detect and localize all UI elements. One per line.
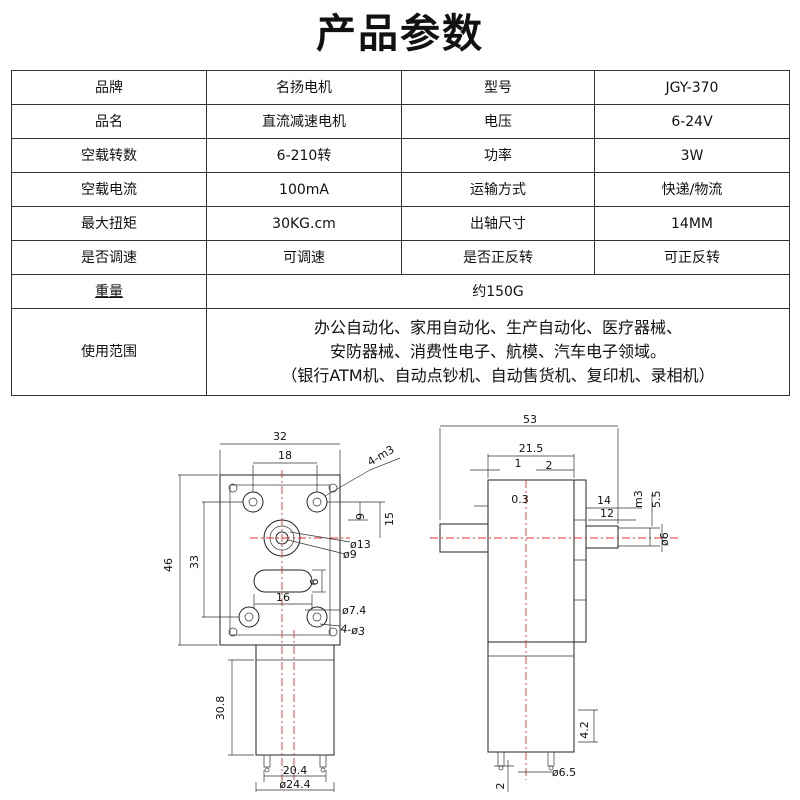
spec-value: 可正反转 bbox=[594, 240, 790, 275]
mounting-hole bbox=[306, 491, 328, 513]
slot bbox=[253, 569, 313, 593]
dim-18: 18 bbox=[278, 449, 292, 462]
spec-label: 是否正反转 bbox=[401, 240, 595, 275]
page-title: 产品参数 bbox=[316, 11, 484, 57]
gearbox-plate-outline bbox=[219, 474, 341, 646]
spec-label: 最大扭矩 bbox=[11, 206, 207, 241]
usage-line: 安防器械、消费性电子、航模、汽车电子领域。 bbox=[329, 342, 666, 361]
spec-value: 100mA bbox=[206, 172, 402, 207]
dim-15: 15 bbox=[383, 512, 396, 526]
dim-4-2: 4.2 bbox=[578, 721, 591, 739]
dim-1: 1 bbox=[515, 457, 522, 470]
spec-label: 是否调速 bbox=[11, 240, 207, 275]
terminal bbox=[319, 754, 327, 768]
table-row: 空载电流 100mA 运输方式 快递/物流 bbox=[11, 172, 790, 207]
spec-value: 6-210转 bbox=[206, 138, 402, 173]
spec-label: 型号 bbox=[401, 70, 595, 105]
dim-33: 33 bbox=[188, 555, 201, 569]
table-row: 使用范围 办公自动化、家用自动化、生产自动化、医疗器械、 安防器械、消费性电子、… bbox=[11, 308, 790, 396]
side-view: 53 21.5 1 2 0.3 14 12 m3 5.5 ø6 4.2 bbox=[430, 413, 680, 792]
dim-5-5: 5.5 bbox=[650, 491, 663, 509]
dim-20-4: 20.4 bbox=[283, 764, 308, 777]
spec-value: 名扬电机 bbox=[206, 70, 402, 105]
dim-46: 46 bbox=[162, 558, 175, 572]
spec-label: 运输方式 bbox=[401, 172, 595, 207]
spec-value: 3W bbox=[594, 138, 790, 173]
dim-dia7-4: ø7.4 bbox=[342, 604, 366, 617]
spec-label: 空载电流 bbox=[11, 172, 207, 207]
spec-label: 空载转数 bbox=[11, 138, 207, 173]
spec-value: JGY-370 bbox=[594, 70, 790, 105]
dim-32: 32 bbox=[273, 430, 287, 443]
dim-dia13: ø13 bbox=[350, 538, 371, 551]
usage-label: 使用范围 bbox=[11, 308, 207, 396]
spec-value: 6-24V bbox=[594, 104, 790, 139]
spec-label: 出轴尺寸 bbox=[401, 206, 595, 241]
dim-30-8: 30.8 bbox=[214, 696, 227, 721]
left-shaft bbox=[439, 523, 489, 553]
dim-14: 14 bbox=[597, 494, 611, 507]
terminal bbox=[263, 754, 271, 768]
dim-dia6: ø6 bbox=[658, 532, 671, 546]
table-row: 品牌 名扬电机 型号 JGY-370 bbox=[11, 70, 790, 105]
front-view: 32 18 4-m3 46 33 9 15 ø13 ø9 bbox=[162, 430, 401, 792]
spec-table: 品牌 名扬电机 型号 JGY-370 品名 直流减速电机 电压 6-24V 空载… bbox=[11, 70, 790, 396]
spec-label: 电压 bbox=[401, 104, 595, 139]
gear-plate bbox=[573, 479, 587, 643]
usage-line: 办公自动化、家用自动化、生产自动化、医疗器械、 bbox=[313, 318, 682, 337]
dim-m3: m3 bbox=[632, 490, 645, 508]
spec-label: 品牌 bbox=[11, 70, 207, 105]
terminal bbox=[547, 751, 555, 767]
dim-6: 6 bbox=[308, 579, 321, 586]
motor-side-outline bbox=[487, 641, 575, 753]
table-row: 空载转数 6-210转 功率 3W bbox=[11, 138, 790, 173]
dim-16: 16 bbox=[276, 591, 290, 604]
weight-label: 重量 bbox=[11, 274, 207, 309]
spec-value: 14MM bbox=[594, 206, 790, 241]
mounting-hole bbox=[238, 606, 260, 628]
mounting-hole bbox=[306, 606, 328, 628]
gearbox-inner-outline bbox=[229, 484, 331, 636]
dim-4m3: 4-m3 bbox=[365, 443, 396, 469]
spec-value: 快递/物流 bbox=[594, 172, 790, 207]
spec-value: 直流减速电机 bbox=[206, 104, 402, 139]
usage-value: 办公自动化、家用自动化、生产自动化、医疗器械、 安防器械、消费性电子、航模、汽车… bbox=[206, 308, 790, 396]
spec-value: 30KG.cm bbox=[206, 206, 402, 241]
table-row: 最大扭矩 30KG.cm 出轴尺寸 14MM bbox=[11, 206, 790, 241]
dim-dia6-5: ø6.5 bbox=[552, 766, 576, 779]
motor-body-outline bbox=[255, 644, 335, 756]
terminal bbox=[497, 751, 505, 767]
output-shaft bbox=[585, 525, 619, 549]
dim-dia24-4: ø24.4 bbox=[279, 778, 310, 791]
table-row: 品名 直流减速电机 电压 6-24V bbox=[11, 104, 790, 139]
dim-2: 2 bbox=[546, 459, 553, 472]
dim-2-bottom: 2 bbox=[494, 783, 507, 790]
dim-53: 53 bbox=[523, 413, 537, 426]
technical-drawing: 32 18 4-m3 46 33 9 15 ø13 ø9 bbox=[162, 413, 680, 792]
dim-4-dia3: 4-ø3 bbox=[340, 622, 366, 638]
dim-21-5: 21.5 bbox=[519, 442, 544, 455]
weight-value: 约150G bbox=[206, 274, 790, 309]
spec-label: 功率 bbox=[401, 138, 595, 173]
mounting-hole bbox=[242, 491, 264, 513]
table-row: 重量 约150G bbox=[11, 274, 790, 309]
dim-0-3: 0.3 bbox=[511, 493, 529, 506]
spec-value: 可调速 bbox=[206, 240, 402, 275]
gearbox-side-outline bbox=[487, 479, 575, 643]
spec-label: 品名 bbox=[11, 104, 207, 139]
usage-line: （银行ATM机、自动点钞机、自动售货机、复印机、录相机） bbox=[281, 366, 715, 385]
dim-12: 12 bbox=[600, 507, 614, 520]
dim-9: 9 bbox=[354, 513, 367, 520]
table-row: 是否调速 可调速 是否正反转 可正反转 bbox=[11, 240, 790, 275]
dim-dia9: ø9 bbox=[343, 548, 357, 561]
